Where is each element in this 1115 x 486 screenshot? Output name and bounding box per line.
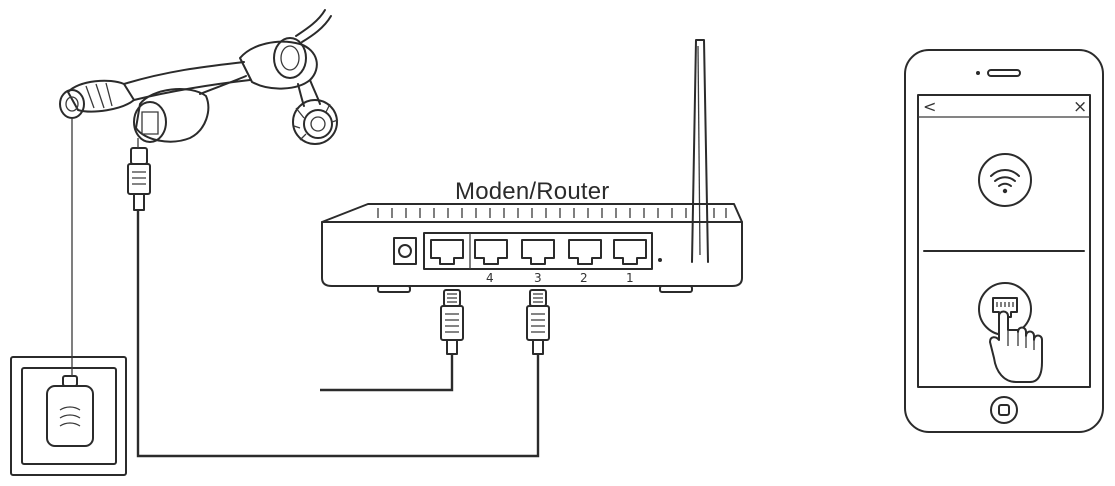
camera-lan-cable <box>136 210 540 458</box>
internet-cable <box>320 354 454 392</box>
back-icon[interactable]: < <box>923 97 936 116</box>
hand-touch-icon <box>989 310 1043 383</box>
router-vents <box>377 208 727 218</box>
router-icon: 4 3 2 1 <box>321 39 743 293</box>
rj45-plug-wan-icon <box>440 289 464 355</box>
smartphone-icon: < × <box>904 49 1104 433</box>
wifi-icon <box>990 169 1020 194</box>
router-lan-port <box>613 239 647 265</box>
port-number: 4 <box>486 271 494 285</box>
ip-camera-icon <box>59 9 339 211</box>
router-wan-port <box>430 239 464 265</box>
ethernet-port-icon <box>992 297 1018 318</box>
router-led <box>658 258 662 262</box>
close-icon[interactable]: × <box>1073 97 1087 117</box>
power-adapter-icon <box>10 356 127 476</box>
home-button[interactable] <box>990 396 1018 424</box>
port-number: 1 <box>626 271 634 285</box>
wifi-option-button[interactable] <box>978 153 1032 207</box>
phone-speaker-icon <box>987 69 1021 77</box>
router-lan-port <box>474 239 508 265</box>
router-lan-port <box>568 239 602 265</box>
rj45-plug-lan-icon <box>526 289 550 355</box>
port-number: 2 <box>580 271 588 285</box>
phone-screen <box>917 94 1091 388</box>
router-label: Moden/Router <box>455 178 610 205</box>
router-lan-port <box>521 239 555 265</box>
ethernet-option-button[interactable] <box>978 282 1043 383</box>
port-number: 3 <box>534 271 542 285</box>
phone-camera-icon <box>976 71 980 75</box>
